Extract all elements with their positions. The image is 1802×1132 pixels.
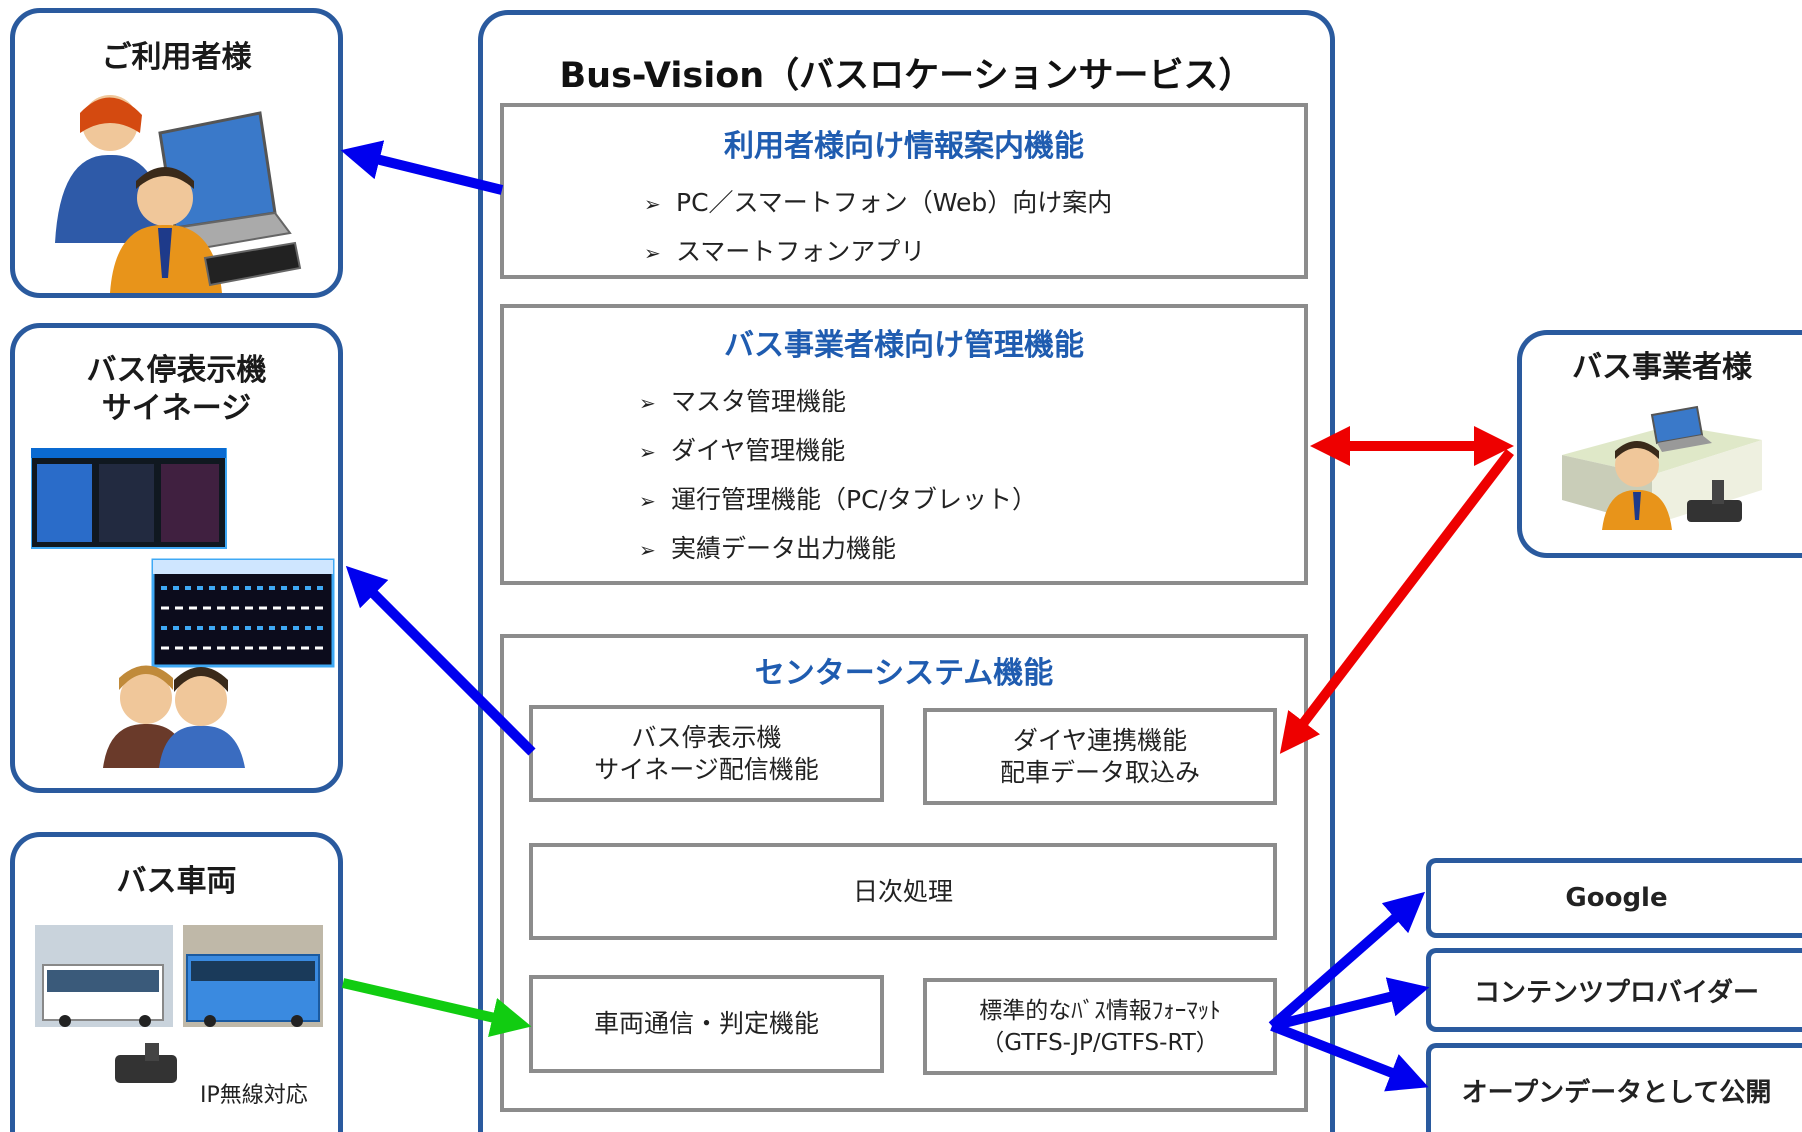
stop-display-title: バス停表示機 サイネージ (15, 352, 338, 428)
stop-display-title-line2: サイネージ (101, 391, 252, 426)
operator-mgmt-item-3: 運行管理機能（PC/タブレット） (671, 485, 1037, 514)
bus-illustration (35, 925, 323, 1083)
user-info-box: 利用者様向け情報案内機能 ➢ PC／スマートフォン（Web）向け案内 ➢ スマートフ… (500, 103, 1308, 279)
stop-display-panel: バス停表示機 サイネージ (10, 323, 343, 793)
daily-processing-box: 日次処理 (529, 843, 1277, 940)
person-icon (159, 667, 245, 768)
users-title: ご利用者様 (101, 40, 252, 75)
arrow-bus-to-center (341, 978, 532, 1037)
operator-illustration (1562, 405, 1762, 530)
bullet-icon: ➢ (639, 391, 656, 415)
laptop-icon (1650, 405, 1712, 452)
operator-mgmt-item-2: ダイヤ管理機能 (671, 436, 846, 465)
google-label: Google (1565, 883, 1668, 913)
list-item: ➢ マスタ管理機能 (639, 378, 1037, 427)
operator-mgmt-item-1: マスタ管理機能 (671, 387, 847, 416)
signage-delivery-line1: バス停表示機 (631, 722, 782, 752)
open-data-box: オープンデータとして公開 (1426, 1043, 1802, 1132)
main-title: Bus-Vision（バスロケーションサービス） (559, 56, 1254, 96)
operator-panel: バス事業者様 (1517, 330, 1802, 558)
users-illustration (55, 95, 302, 293)
user-info-item-2: スマートフォンアプリ (676, 237, 926, 266)
operator-mgmt-item-4: 実績データ出力機能 (671, 534, 897, 563)
bullet-icon: ➢ (639, 489, 656, 513)
arrow-to-open-data (1270, 1021, 1429, 1092)
signage-illustration (31, 448, 335, 768)
signage-delivery-box: バス停表示機 サイネージ配信機能 (529, 705, 884, 802)
open-data-label: オープンデータとして公開 (1461, 1077, 1772, 1108)
center-system-title: センターシステム機能 (754, 656, 1054, 691)
gtfs-format-line2: （GTFS-JP/GTFS-RT） (981, 1029, 1219, 1056)
radio-icon (1687, 480, 1742, 522)
smartphone-icon (203, 241, 302, 287)
bus-icon (183, 925, 323, 1027)
daily-processing-label: 日次処理 (852, 876, 953, 906)
google-box: Google (1426, 858, 1802, 938)
user-info-title: 利用者様向け情報案内機能 (724, 129, 1084, 164)
gtfs-format-box: 標準的なﾊﾞｽ情報ﾌｫｰﾏｯﾄ （GTFS-JP/GTFS-RT） (923, 978, 1277, 1075)
list-item: ➢ 実績データ出力機能 (639, 525, 1037, 574)
bus-title: バス車両 (116, 864, 237, 899)
content-provider-box: コンテンツプロバイダー (1426, 948, 1802, 1032)
content-provider-label: コンテンツプロバイダー (1474, 977, 1759, 1008)
person-icon (110, 167, 222, 293)
person-icon (55, 95, 168, 243)
operator-mgmt-title: バス事業者様向け管理機能 (724, 328, 1084, 363)
person-icon (1602, 441, 1672, 530)
operator-mgmt-box: バス事業者様向け管理機能 ➢ マスタ管理機能 ➢ ダイヤ管理機能 ➢ 運行管理機能（P… (500, 304, 1308, 585)
dia-link-box: ダイヤ連携機能 配車データ取込み (923, 708, 1277, 805)
gtfs-format-line1: 標準的なﾊﾞｽ情報ﾌｫｰﾏｯﾄ (979, 997, 1221, 1024)
vehicle-comm-label: 車両通信・判定機能 (593, 1009, 819, 1038)
bus-icon (35, 925, 173, 1027)
user-info-item-1: PC／スマートフォン（Web）向け案内 (676, 188, 1113, 217)
users-panel: ご利用者様 (10, 8, 343, 298)
stop-display-title-line1: バス停表示機 (86, 353, 267, 388)
list-item: ➢ PC／スマートフォン（Web）向け案内 (644, 179, 1112, 228)
arrow-operator-to-dia (1279, 448, 1514, 754)
arrow-to-users (340, 140, 504, 195)
vehicle-comm-box: 車両通信・判定機能 (529, 975, 884, 1073)
bullet-icon: ➢ (644, 192, 661, 216)
arrow-to-stop-display (345, 565, 536, 756)
dia-link-line2: 配車データ取込み (999, 757, 1200, 787)
arrow-to-google (1268, 891, 1426, 1030)
bullet-icon: ➢ (639, 440, 656, 464)
signage-delivery-line2: サイネージ配信機能 (594, 754, 819, 784)
bullet-icon: ➢ (639, 538, 656, 562)
dia-link-line1: ダイヤ連携機能 (1012, 725, 1188, 755)
bullet-icon: ➢ (644, 241, 661, 265)
operator-title: バス事業者様 (1572, 350, 1752, 385)
arrow-to-content-provider (1270, 977, 1430, 1031)
user-info-list: ➢ PC／スマートフォン（Web）向け案内 ➢ スマートフォンアプリ (644, 179, 1112, 277)
bus-panel: バス車両 IP無線対応 (10, 832, 343, 1132)
operator-mgmt-list: ➢ マスタ管理機能 ➢ ダイヤ管理機能 ➢ 運行管理機能（PC/タブレット） ➢ 実績デ… (639, 378, 1037, 574)
ip-radio-note: IP無線対応 (200, 1083, 308, 1108)
list-item: ➢ スマートフォンアプリ (644, 228, 1112, 277)
radio-icon (115, 1043, 177, 1083)
list-item: ➢ ダイヤ管理機能 (639, 427, 1037, 476)
signage-screen-icon (151, 558, 335, 668)
signage-screen-icon (31, 448, 227, 549)
list-item: ➢ 運行管理機能（PC/タブレット） (639, 476, 1037, 525)
